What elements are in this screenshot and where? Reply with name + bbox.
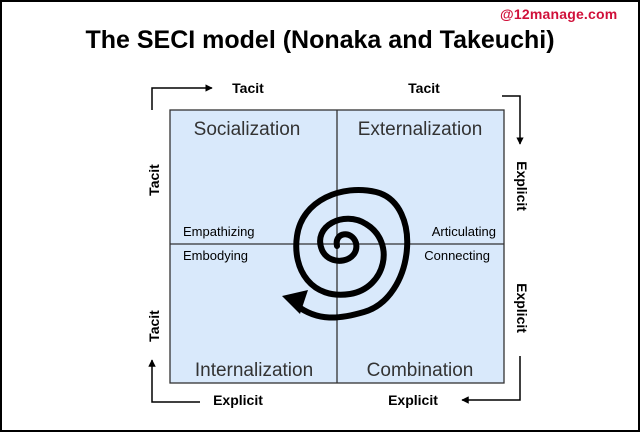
spiral-arrowhead-icon [282,290,308,314]
arrow-top-left [151,84,213,110]
arrow-top-right [502,95,524,145]
label-articulating: Articulating [432,224,496,239]
label-right-lower-explicit: Explicit [514,283,530,333]
label-connecting: Connecting [424,248,490,263]
diagram-title: The SECI model (Nonaka and Takeuchi) [85,26,555,54]
label-bottom-right-explicit: Explicit [388,392,438,408]
arrow-bottom-left [148,359,200,403]
label-top-right-tacit: Tacit [408,80,440,96]
quadrant-externalization: Externalization [358,119,483,140]
label-left-lower-tacit: Tacit [146,310,162,342]
label-bottom-left-explicit: Explicit [213,392,263,408]
label-top-left-tacit: Tacit [232,80,264,96]
label-left-upper-tacit: Tacit [146,164,162,196]
watermark: @12manage.com [500,6,618,22]
spiral-arrow-icon [293,186,411,321]
quadrant-socialization: Socialization [194,119,301,140]
arrow-bottom-right [461,356,521,404]
quadrant-combination: Combination [367,360,474,381]
quadrant-internalization: Internalization [195,360,313,381]
label-empathizing: Empathizing [183,224,255,239]
label-right-upper-explicit: Explicit [514,161,530,211]
label-embodying: Embodying [183,248,248,263]
